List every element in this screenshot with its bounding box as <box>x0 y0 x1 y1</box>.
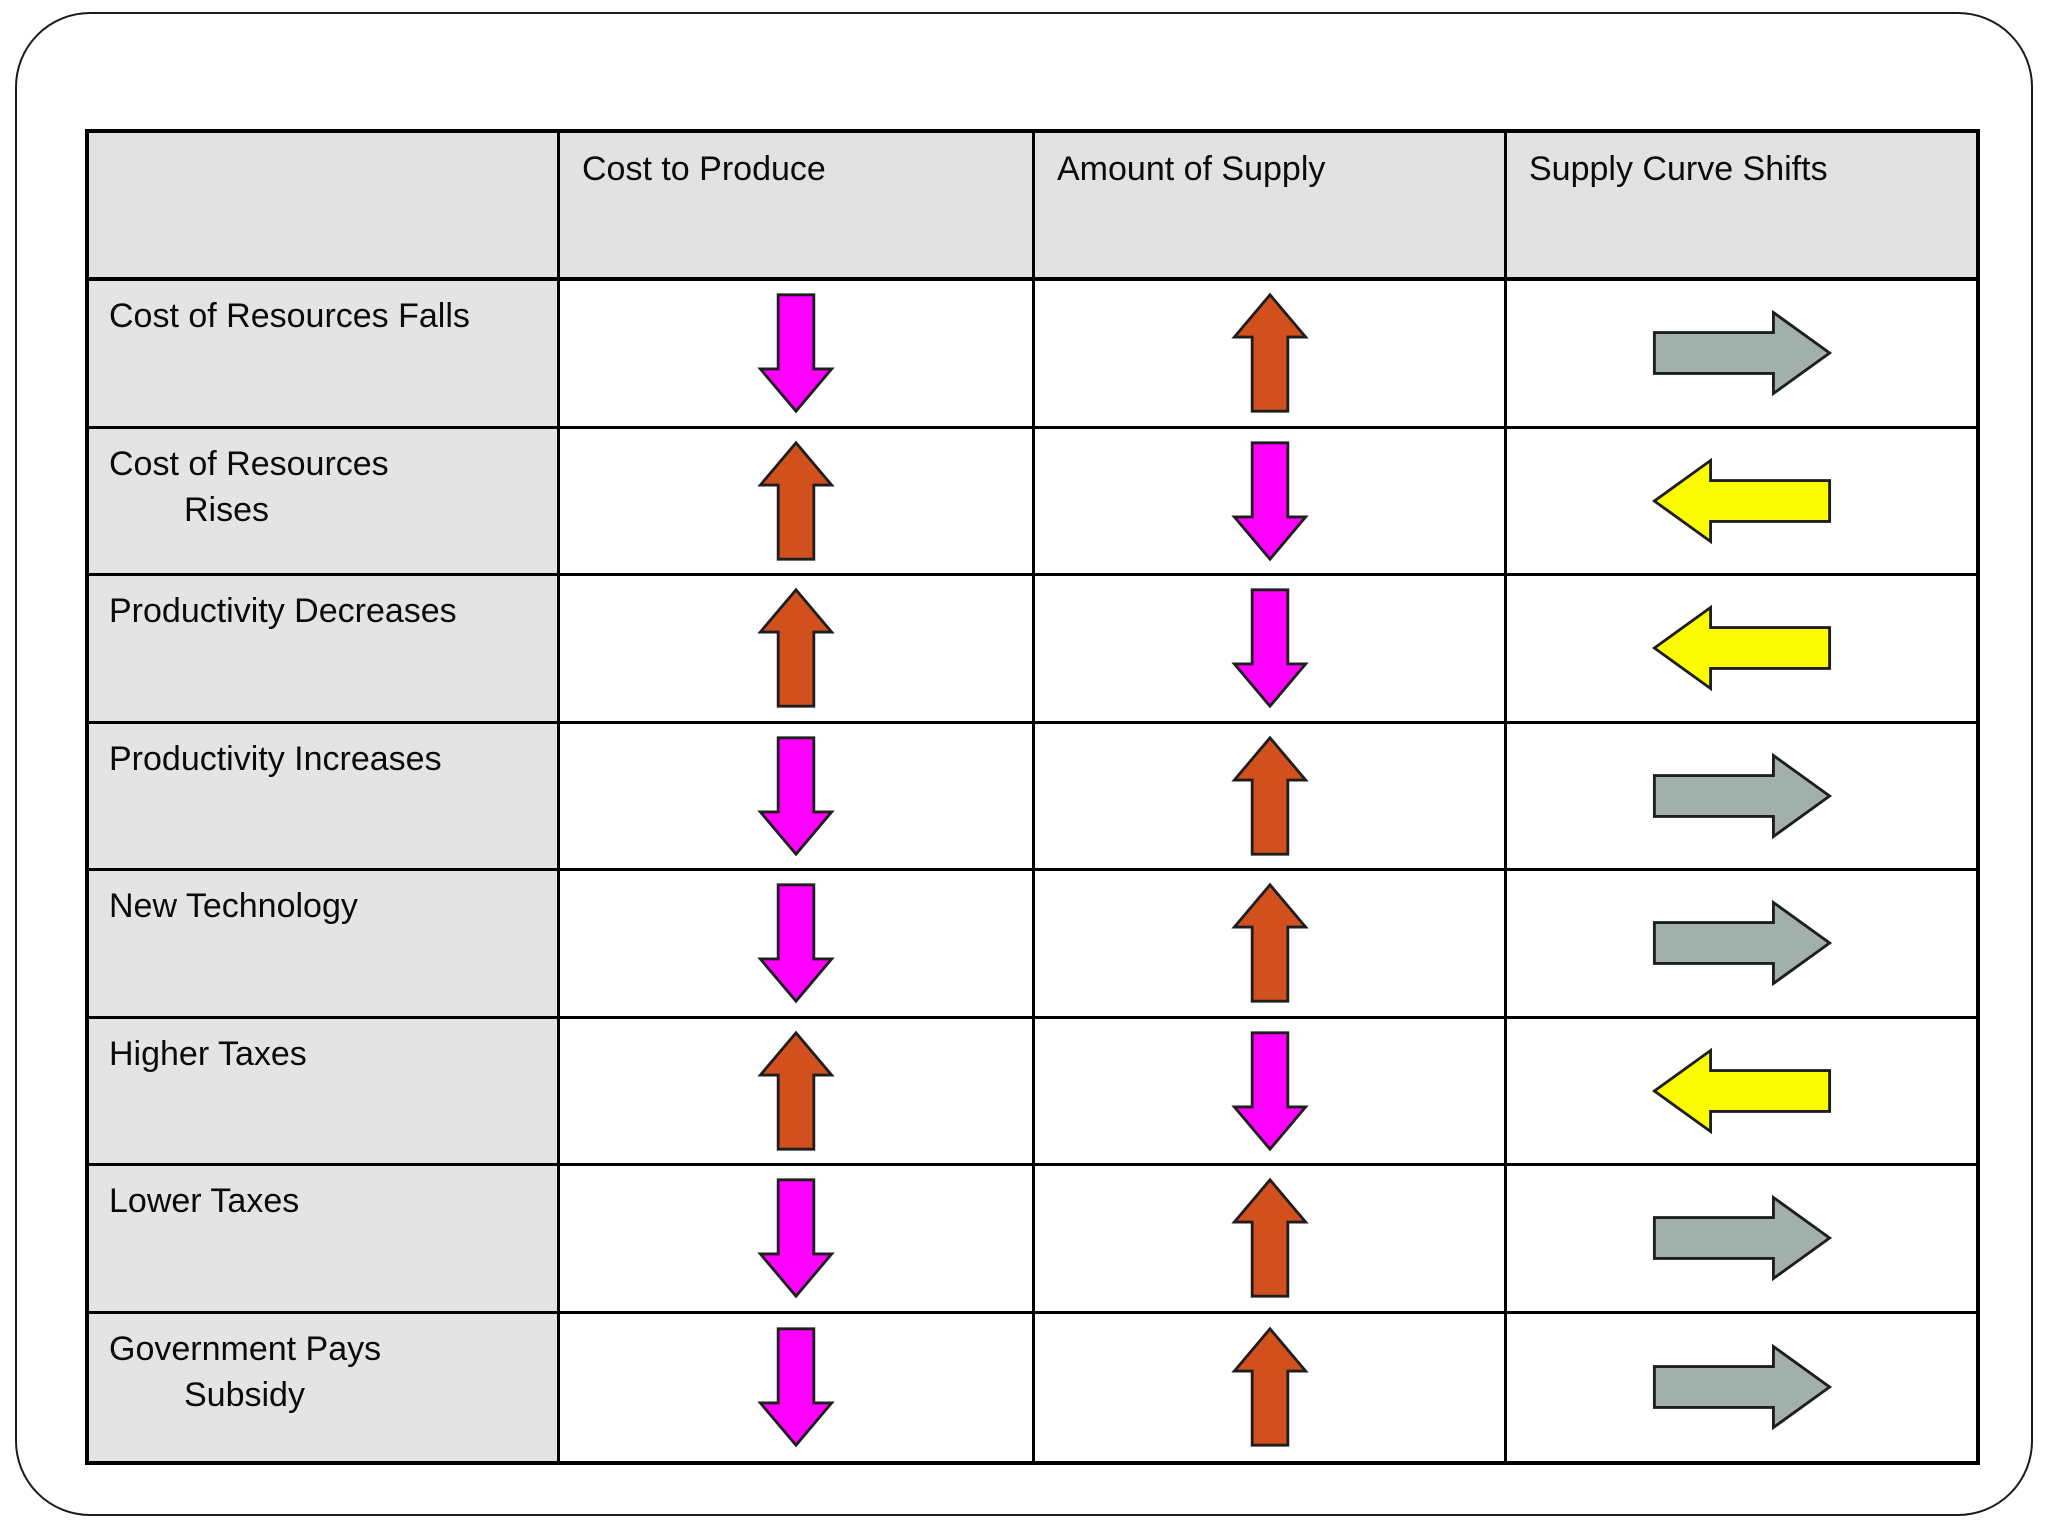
down-arrow-icon <box>1230 441 1309 562</box>
cost_to_produce-cell <box>560 281 1035 429</box>
up-arrow-icon <box>757 587 835 708</box>
up-arrow-icon <box>1230 1326 1309 1447</box>
supply_curve_shifts-cell <box>1507 723 1976 871</box>
cost_to_produce-cell <box>560 1313 1035 1461</box>
row-label-cell: New Technology <box>89 871 560 1019</box>
row-label-line: Government Pays <box>109 1329 382 1368</box>
row-label-line: Rises <box>184 491 270 530</box>
column-header-label: Amount of Supply <box>1057 150 1326 188</box>
row-label-line: Subsidy <box>184 1376 305 1415</box>
left-arrow-icon <box>1651 1047 1831 1135</box>
column-header-amount_of_supply: Amount of Supply <box>1035 133 1507 281</box>
amount_of_supply-cell <box>1035 428 1507 576</box>
cost_to_produce-cell <box>560 1018 1035 1166</box>
right-arrow-icon <box>1652 752 1832 840</box>
row-label-cell: Lower Taxes <box>89 1166 560 1314</box>
down-arrow-icon <box>757 1178 835 1299</box>
up-arrow-icon <box>757 440 835 561</box>
supply_curve_shifts-cell <box>1507 428 1976 576</box>
cost_to_produce-cell <box>560 723 1035 871</box>
supply_curve_shifts-cell <box>1507 1166 1976 1314</box>
amount_of_supply-cell <box>1035 1166 1507 1314</box>
amount_of_supply-cell <box>1035 1018 1507 1166</box>
cost_to_produce-cell <box>560 1166 1035 1314</box>
left-arrow-icon <box>1651 604 1831 692</box>
supply_curve_shifts-cell <box>1507 871 1976 1019</box>
amount_of_supply-cell <box>1035 576 1507 724</box>
down-arrow-icon <box>1230 588 1309 709</box>
supply_curve_shifts-cell <box>1507 576 1976 724</box>
column-header-cost_to_produce: Cost to Produce <box>560 133 1035 281</box>
left-arrow-icon <box>1651 457 1831 545</box>
down-arrow-icon <box>757 736 835 857</box>
slide-frame: Cost to Produce Amount of Supply Supply Cu… <box>15 12 2033 1516</box>
right-arrow-icon <box>1652 309 1832 397</box>
right-arrow-icon <box>1652 899 1832 987</box>
row-label-line: Productivity Increases <box>109 739 442 778</box>
cost_to_produce-cell <box>560 576 1035 724</box>
corner-cell <box>89 133 560 281</box>
right-arrow-icon <box>1652 1343 1832 1431</box>
up-arrow-icon <box>1230 1177 1309 1298</box>
right-arrow-icon <box>1652 1194 1832 1282</box>
amount_of_supply-cell <box>1035 281 1507 429</box>
supply-factors-table: Cost to Produce Amount of Supply Supply Cu… <box>85 129 1980 1465</box>
supply_curve_shifts-cell <box>1507 281 1976 429</box>
up-arrow-icon <box>1230 292 1309 413</box>
cost_to_produce-cell <box>560 871 1035 1019</box>
supply_curve_shifts-cell <box>1507 1313 1976 1461</box>
column-header-label: Cost to Produce <box>582 150 826 188</box>
row-label-line: Lower Taxes <box>109 1182 300 1220</box>
supply_curve_shifts-cell <box>1507 1018 1976 1166</box>
column-header-supply_curve_shifts: Supply Curve Shifts <box>1507 133 1976 281</box>
column-header-label: Supply Curve Shifts <box>1529 150 1828 188</box>
row-label-line: Cost of Resources Falls <box>109 297 470 335</box>
down-arrow-icon <box>757 883 835 1004</box>
cost_to_produce-cell <box>560 428 1035 576</box>
row-label-line: Cost of Resources <box>109 444 389 483</box>
row-label-cell: Cost of Resources Falls <box>89 281 560 429</box>
row-label-line: Productivity Decreases <box>109 592 457 630</box>
down-arrow-icon <box>757 1327 835 1448</box>
amount_of_supply-cell <box>1035 871 1507 1019</box>
up-arrow-icon <box>1230 735 1309 856</box>
amount_of_supply-cell <box>1035 1313 1507 1461</box>
row-label-cell: Productivity Decreases <box>89 576 560 724</box>
amount_of_supply-cell <box>1035 723 1507 871</box>
up-arrow-icon <box>1230 882 1309 1003</box>
row-label-line: New Technology <box>109 887 358 925</box>
up-arrow-icon <box>757 1030 835 1151</box>
row-label-cell: Higher Taxes <box>89 1018 560 1166</box>
down-arrow-icon <box>757 293 835 414</box>
row-label-cell: Productivity Increases <box>89 723 560 871</box>
down-arrow-icon <box>1230 1031 1309 1152</box>
row-label-line: Higher Taxes <box>109 1034 307 1073</box>
